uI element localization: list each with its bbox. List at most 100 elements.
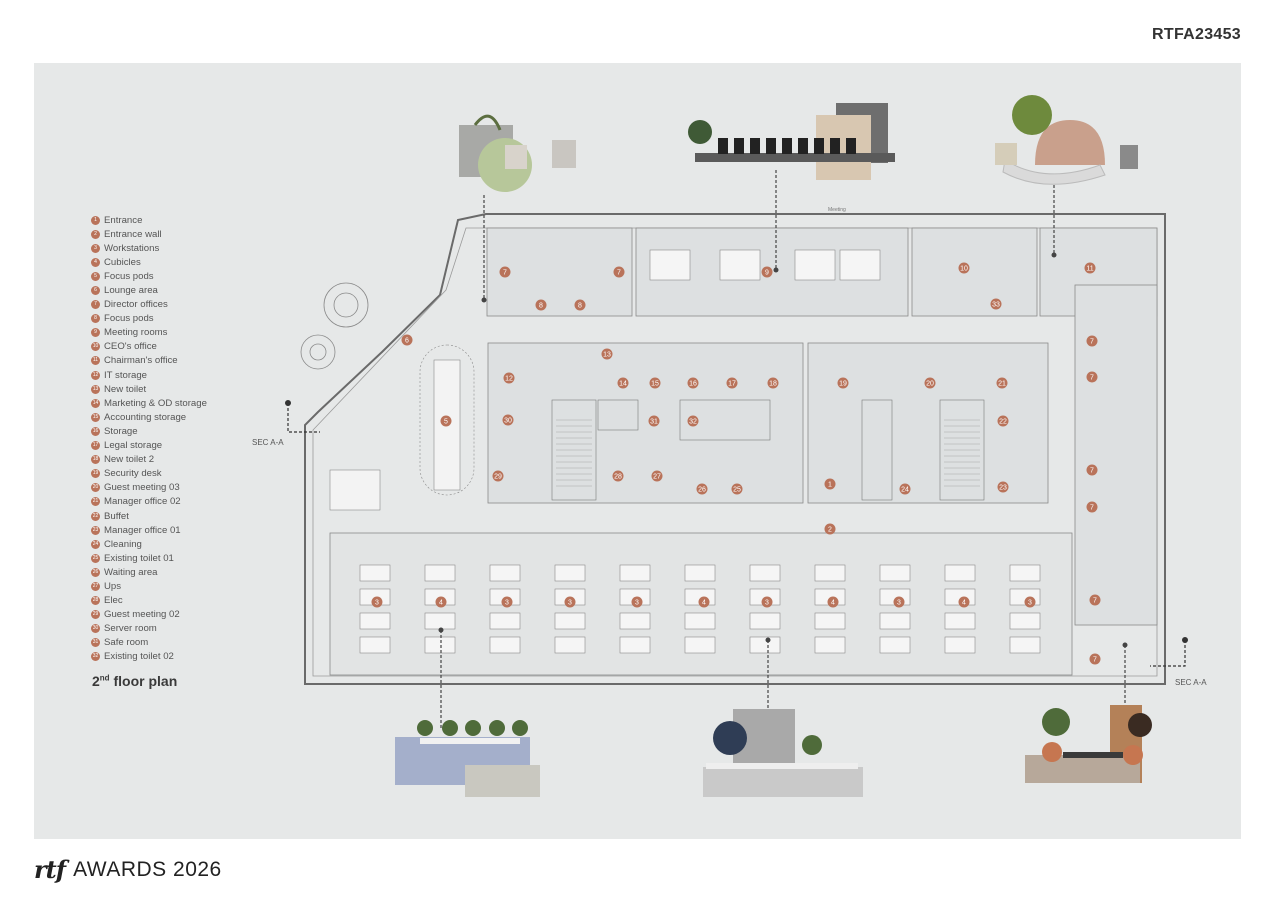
svg-text:30: 30: [504, 418, 512, 425]
room-number-marker: 8: [535, 299, 547, 311]
desk: [554, 612, 586, 630]
legend-number-badge: 31: [91, 638, 100, 648]
footer-brand: rtf AWARDS 2026: [34, 855, 222, 884]
svg-text:28: 28: [614, 474, 622, 481]
vignette-focus-pods: [395, 720, 540, 797]
svg-text:3: 3: [505, 600, 509, 607]
room-number-marker: 7: [1089, 594, 1101, 606]
room-number-marker: 26: [696, 483, 708, 495]
desk: [359, 636, 391, 654]
legend-number-badge: 7: [91, 300, 100, 310]
svg-text:8: 8: [539, 303, 543, 310]
legend-number-badge: 2: [91, 229, 100, 239]
legend-number-badge: 21: [91, 497, 100, 507]
legend-number-badge: 26: [91, 567, 100, 577]
vignette-meeting-table: [688, 103, 895, 180]
legend-label: Buffet: [104, 510, 129, 522]
legend-number-badge: 22: [91, 511, 100, 521]
vignette-chair: [798, 138, 808, 154]
legend-label: Legal storage: [104, 440, 163, 452]
room-number-marker: 14: [617, 377, 629, 389]
vignette-director-desk: [1025, 705, 1152, 783]
vignette-chair: [766, 138, 776, 154]
room-number-marker: 6: [401, 334, 413, 346]
room-number-marker: 7: [1086, 371, 1098, 383]
desk-grid: [359, 249, 1041, 654]
svg-text:19: 19: [839, 381, 847, 388]
legend-number-badge: 6: [91, 286, 100, 296]
svg-text:7: 7: [617, 270, 621, 277]
svg-text:7: 7: [1090, 505, 1094, 512]
legend-label: Accounting storage: [104, 411, 187, 423]
room-number-marker: 4: [958, 596, 970, 608]
svg-text:3: 3: [765, 600, 769, 607]
desk: [944, 612, 976, 630]
svg-text:7: 7: [1090, 468, 1094, 475]
room-number-marker: 28: [612, 470, 624, 482]
svg-text:18: 18: [769, 381, 777, 388]
svg-text:16: 16: [689, 381, 697, 388]
desk: [944, 636, 976, 654]
room-number-marker: 3: [893, 596, 905, 608]
vignette-chair: [718, 138, 728, 154]
stair-treads: [556, 419, 980, 487]
desk: [619, 564, 651, 582]
legend-number-badge: 8: [91, 314, 100, 324]
legend-number-badge: 27: [91, 581, 100, 591]
svg-text:17: 17: [728, 381, 736, 388]
room-number-marker: 13: [601, 348, 613, 360]
room-number-marker: 30: [502, 414, 514, 426]
legend-number-badge: 1: [91, 215, 100, 225]
vignette-chair: [814, 138, 824, 154]
plan-title-number: 2: [92, 673, 100, 689]
room-number-marker: 23: [997, 481, 1009, 493]
legend-label: CEO's office: [104, 341, 157, 353]
desk: [944, 564, 976, 582]
desk: [424, 612, 456, 630]
legend-number-badge: 16: [91, 426, 100, 436]
legend-number-badge: 3: [91, 243, 100, 253]
desk: [749, 612, 781, 630]
room-number-marker: 24: [899, 483, 911, 495]
tree-outlines: [300, 282, 369, 370]
svg-text:2: 2: [828, 527, 832, 534]
room-number-marker: 3: [501, 596, 513, 608]
legend-label: Entrance: [104, 214, 143, 226]
legend-label: Cubicles: [104, 256, 141, 268]
svg-text:3: 3: [635, 600, 639, 607]
project-code: RTFA23453: [1152, 26, 1241, 43]
desk: [814, 612, 846, 630]
room-number-marker: 7: [499, 266, 511, 278]
legend-label: Existing toilet 02: [104, 651, 174, 663]
room-number-marker: 3: [631, 596, 643, 608]
desk: [359, 612, 391, 630]
legend-label: Chairman's office: [104, 355, 178, 367]
svg-text:7: 7: [1090, 339, 1094, 346]
legend-label: IT storage: [104, 369, 148, 381]
svg-text:9: 9: [765, 270, 769, 277]
svg-text:33: 33: [992, 302, 1000, 309]
svg-text:14: 14: [619, 381, 627, 388]
callout-dots: [438, 252, 1128, 648]
svg-text:3: 3: [1028, 600, 1032, 607]
vignette-chair: [830, 138, 840, 154]
svg-text:22: 22: [999, 419, 1007, 426]
legend-label: Security desk: [104, 468, 162, 480]
legend-number-badge: 18: [91, 455, 100, 465]
legend-number-badge: 15: [91, 412, 100, 422]
room-number-marker: 4: [435, 596, 447, 608]
